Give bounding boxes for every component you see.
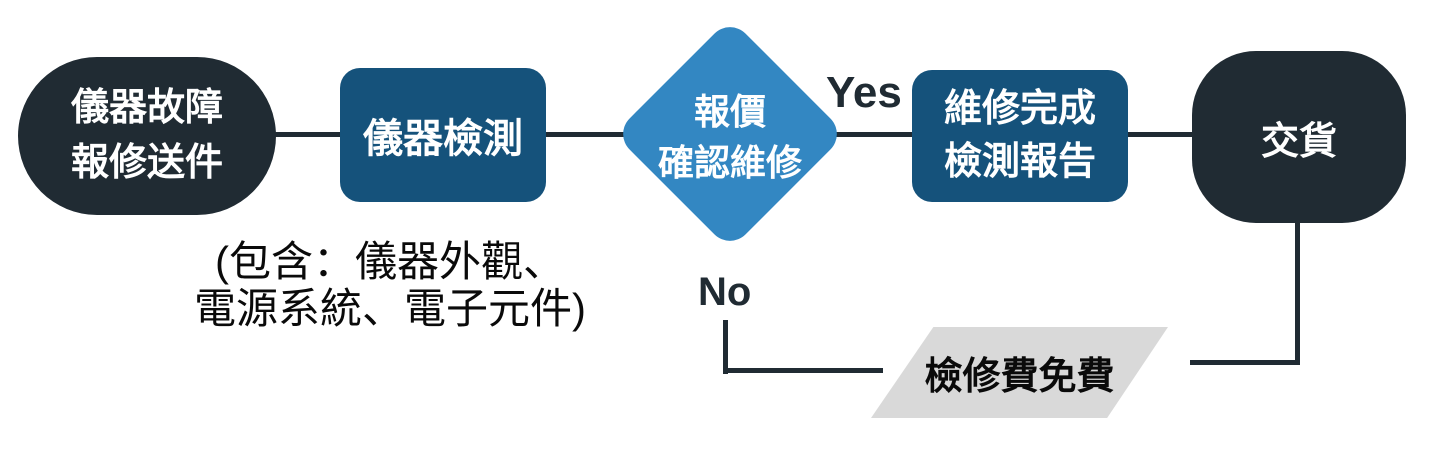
inspect-node: 儀器檢測 xyxy=(340,68,546,202)
start-node-label-line1: 儀器故障 xyxy=(70,87,223,129)
no-edge-label: No xyxy=(698,270,752,314)
inspection-annotation-line1: (包含：儀器外觀、 xyxy=(215,238,565,285)
decision-label-line1: 報價 xyxy=(693,91,766,132)
free-parallelogram-label: 檢修費免費 xyxy=(924,356,1115,398)
complete-node: 維修完成 檢測報告 xyxy=(912,70,1128,202)
inspection-annotation-line2: 電源系統、電子元件) xyxy=(194,285,586,332)
free-parallelogram-node: 檢修費免費 xyxy=(871,327,1168,418)
no-branch-vertical-line xyxy=(723,320,728,374)
no-branch-horizontal-line xyxy=(723,368,883,373)
start-node-label-line2: 報修送件 xyxy=(70,142,223,184)
deliver-node: 交貨 xyxy=(1192,51,1406,223)
decision-label-line2: 確認維修 xyxy=(657,142,802,183)
decision-diamond-label: 報價 確認維修 xyxy=(620,86,840,188)
complete-node-label-line1: 維修完成 xyxy=(943,88,1096,130)
deliver-node-label: 交貨 xyxy=(1260,120,1337,163)
inspection-annotation: (包含：儀器外觀、 電源系統、電子元件) xyxy=(170,238,610,332)
yes-edge-label: Yes xyxy=(826,68,902,117)
start-node: 儀器故障 報修送件 xyxy=(18,57,276,215)
inspect-node-label: 儀器檢測 xyxy=(363,117,523,161)
deliver-branch-vertical-line xyxy=(1295,220,1300,365)
complete-node-label-line2: 檢測報告 xyxy=(943,141,1096,183)
deliver-branch-horizontal-line xyxy=(1190,360,1300,365)
